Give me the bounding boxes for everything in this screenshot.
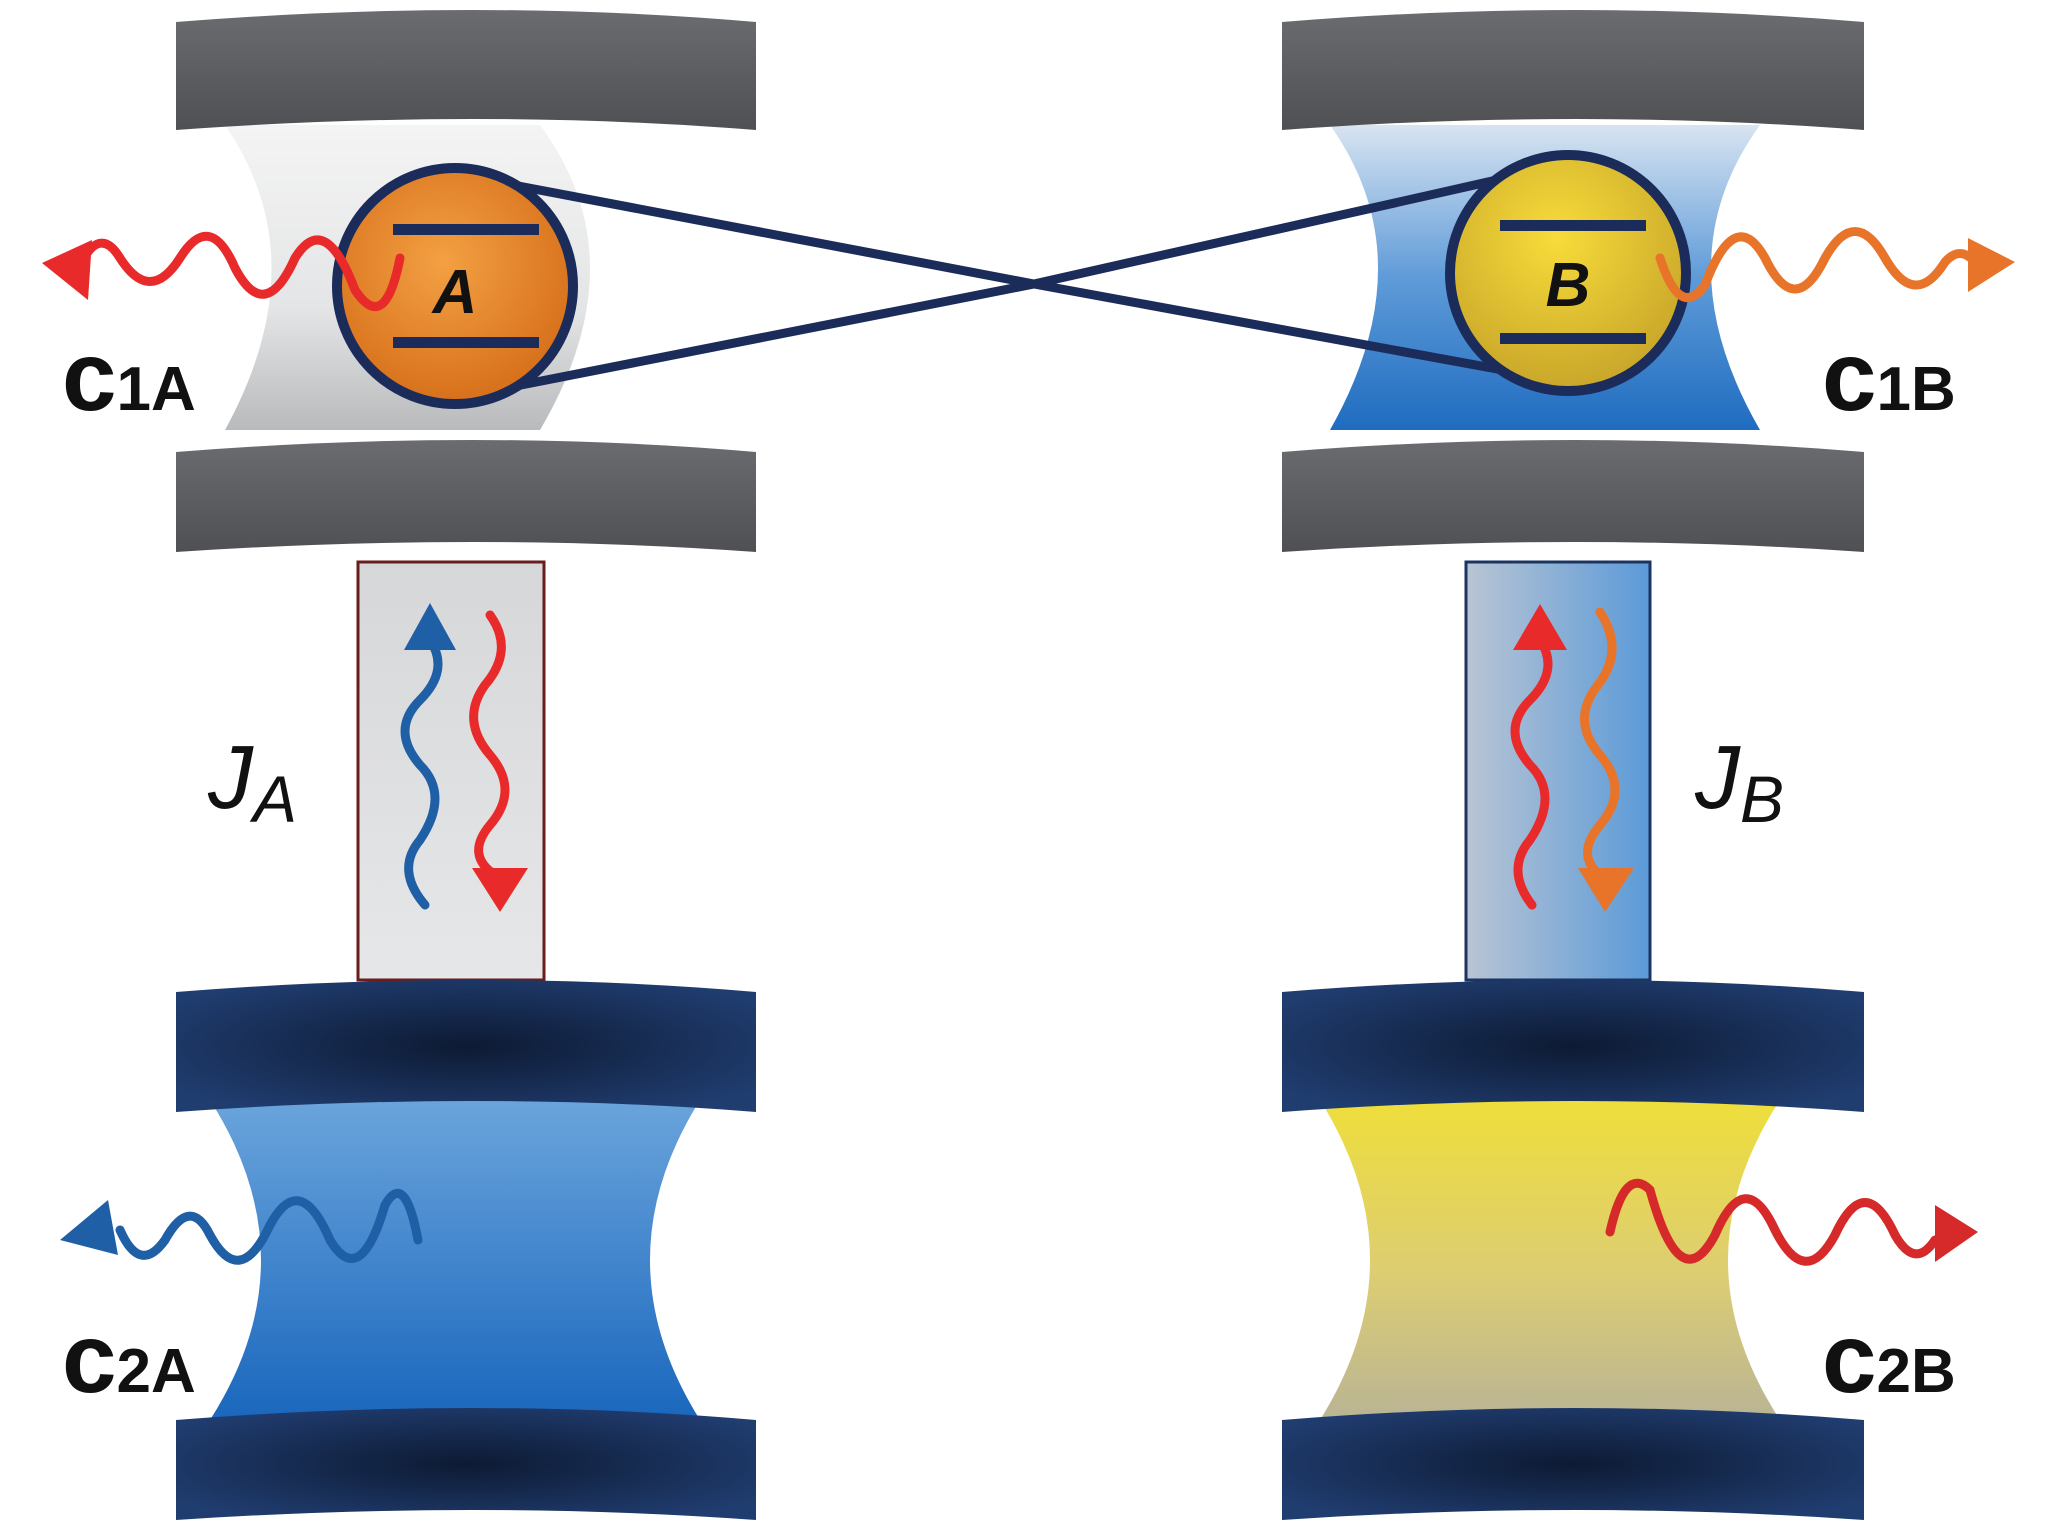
label-c2a-sub: 2A (117, 1337, 196, 1406)
fiber-b (1464, 560, 1652, 982)
fiber-b-body (1464, 560, 1652, 982)
label-c2b: c2B (1822, 1303, 1956, 1413)
cavity-2b (1282, 980, 1864, 1520)
label-ja-sub: A (249, 762, 297, 836)
mirror-1b-bottom (1282, 440, 1864, 552)
photon-ja-down-wave (469, 610, 510, 880)
atom-a-upper-level (393, 224, 539, 235)
entanglement-lines (450, 159, 1573, 403)
label-c1b-main: c (1822, 321, 1877, 431)
photon-c2a-wave (115, 1188, 423, 1265)
label-c1a-main: c (62, 321, 117, 431)
label-c1b-sub: 1B (1877, 355, 1956, 424)
cavity-2a-field (210, 1100, 700, 1420)
label-jb-sub: B (1740, 762, 1784, 836)
label-c1a: c1A (62, 321, 196, 431)
arrowhead-ja-up (404, 603, 456, 650)
entanglement-line-lower (450, 159, 1573, 403)
photon-c2a (60, 1188, 423, 1265)
atom-b-label: B (1546, 251, 1591, 320)
mirror-1a-bottom (176, 440, 756, 552)
mirror-2b-top (1282, 980, 1864, 1112)
label-c2a-main: c (62, 1303, 117, 1413)
photon-ja-up (400, 603, 456, 910)
arrowhead-jb-down (1578, 868, 1634, 912)
arrowhead-ja-down (472, 868, 528, 912)
photon-c1b-wave (1655, 227, 1980, 302)
photon-c2b (1605, 1178, 1978, 1266)
mirror-2a-top (176, 980, 756, 1112)
arrowhead-c2b (1935, 1205, 1978, 1262)
photon-jb-up (1510, 604, 1567, 910)
atom-b-upper-level (1500, 220, 1646, 231)
arrowhead-jb-up (1513, 604, 1567, 650)
mirror-1a-top (176, 10, 756, 130)
label-jb-main: J (1694, 728, 1741, 828)
cavity-2b-field (1320, 1100, 1780, 1420)
photon-jb-down (1578, 607, 1634, 912)
photon-jb-down-wave (1580, 607, 1620, 880)
fiber-a-body (356, 560, 546, 982)
photon-jb-up-wave (1510, 635, 1553, 910)
label-c1a-sub: 1A (117, 355, 196, 424)
label-c2b-sub: 2B (1877, 1337, 1956, 1406)
photon-c2b-wave (1605, 1178, 1940, 1266)
mirror-1b-top (1282, 10, 1864, 130)
label-jb: JB (1694, 728, 1784, 836)
atom-b-lower-level (1500, 333, 1646, 344)
label-ja-main: J (207, 728, 254, 828)
fiber-a (356, 560, 546, 982)
photon-ja-up-wave (400, 635, 443, 910)
atom-b: B (1445, 150, 1691, 396)
photon-ja-down (469, 610, 528, 912)
mirror-2a-bottom (176, 1408, 756, 1520)
label-c2b-main: c (1822, 1303, 1877, 1413)
photon-c1a (42, 232, 405, 312)
arrowhead-c2a (60, 1200, 118, 1255)
photon-c1a-wave (75, 232, 405, 312)
label-ja: JA (207, 728, 297, 836)
photon-c1b (1655, 227, 2015, 302)
atom-b-circle (1445, 150, 1691, 396)
arrowhead-c1b (1968, 238, 2015, 292)
atom-a-label: A (431, 258, 478, 327)
mirror-2b-bottom (1282, 1408, 1864, 1520)
cavity-2a (176, 980, 756, 1520)
label-c2a: c2A (62, 1303, 196, 1413)
atom-a: A (332, 163, 578, 409)
arrowhead-c1a (42, 240, 92, 300)
label-c1b: c1B (1822, 321, 1956, 431)
atom-a-lower-level (393, 337, 539, 348)
